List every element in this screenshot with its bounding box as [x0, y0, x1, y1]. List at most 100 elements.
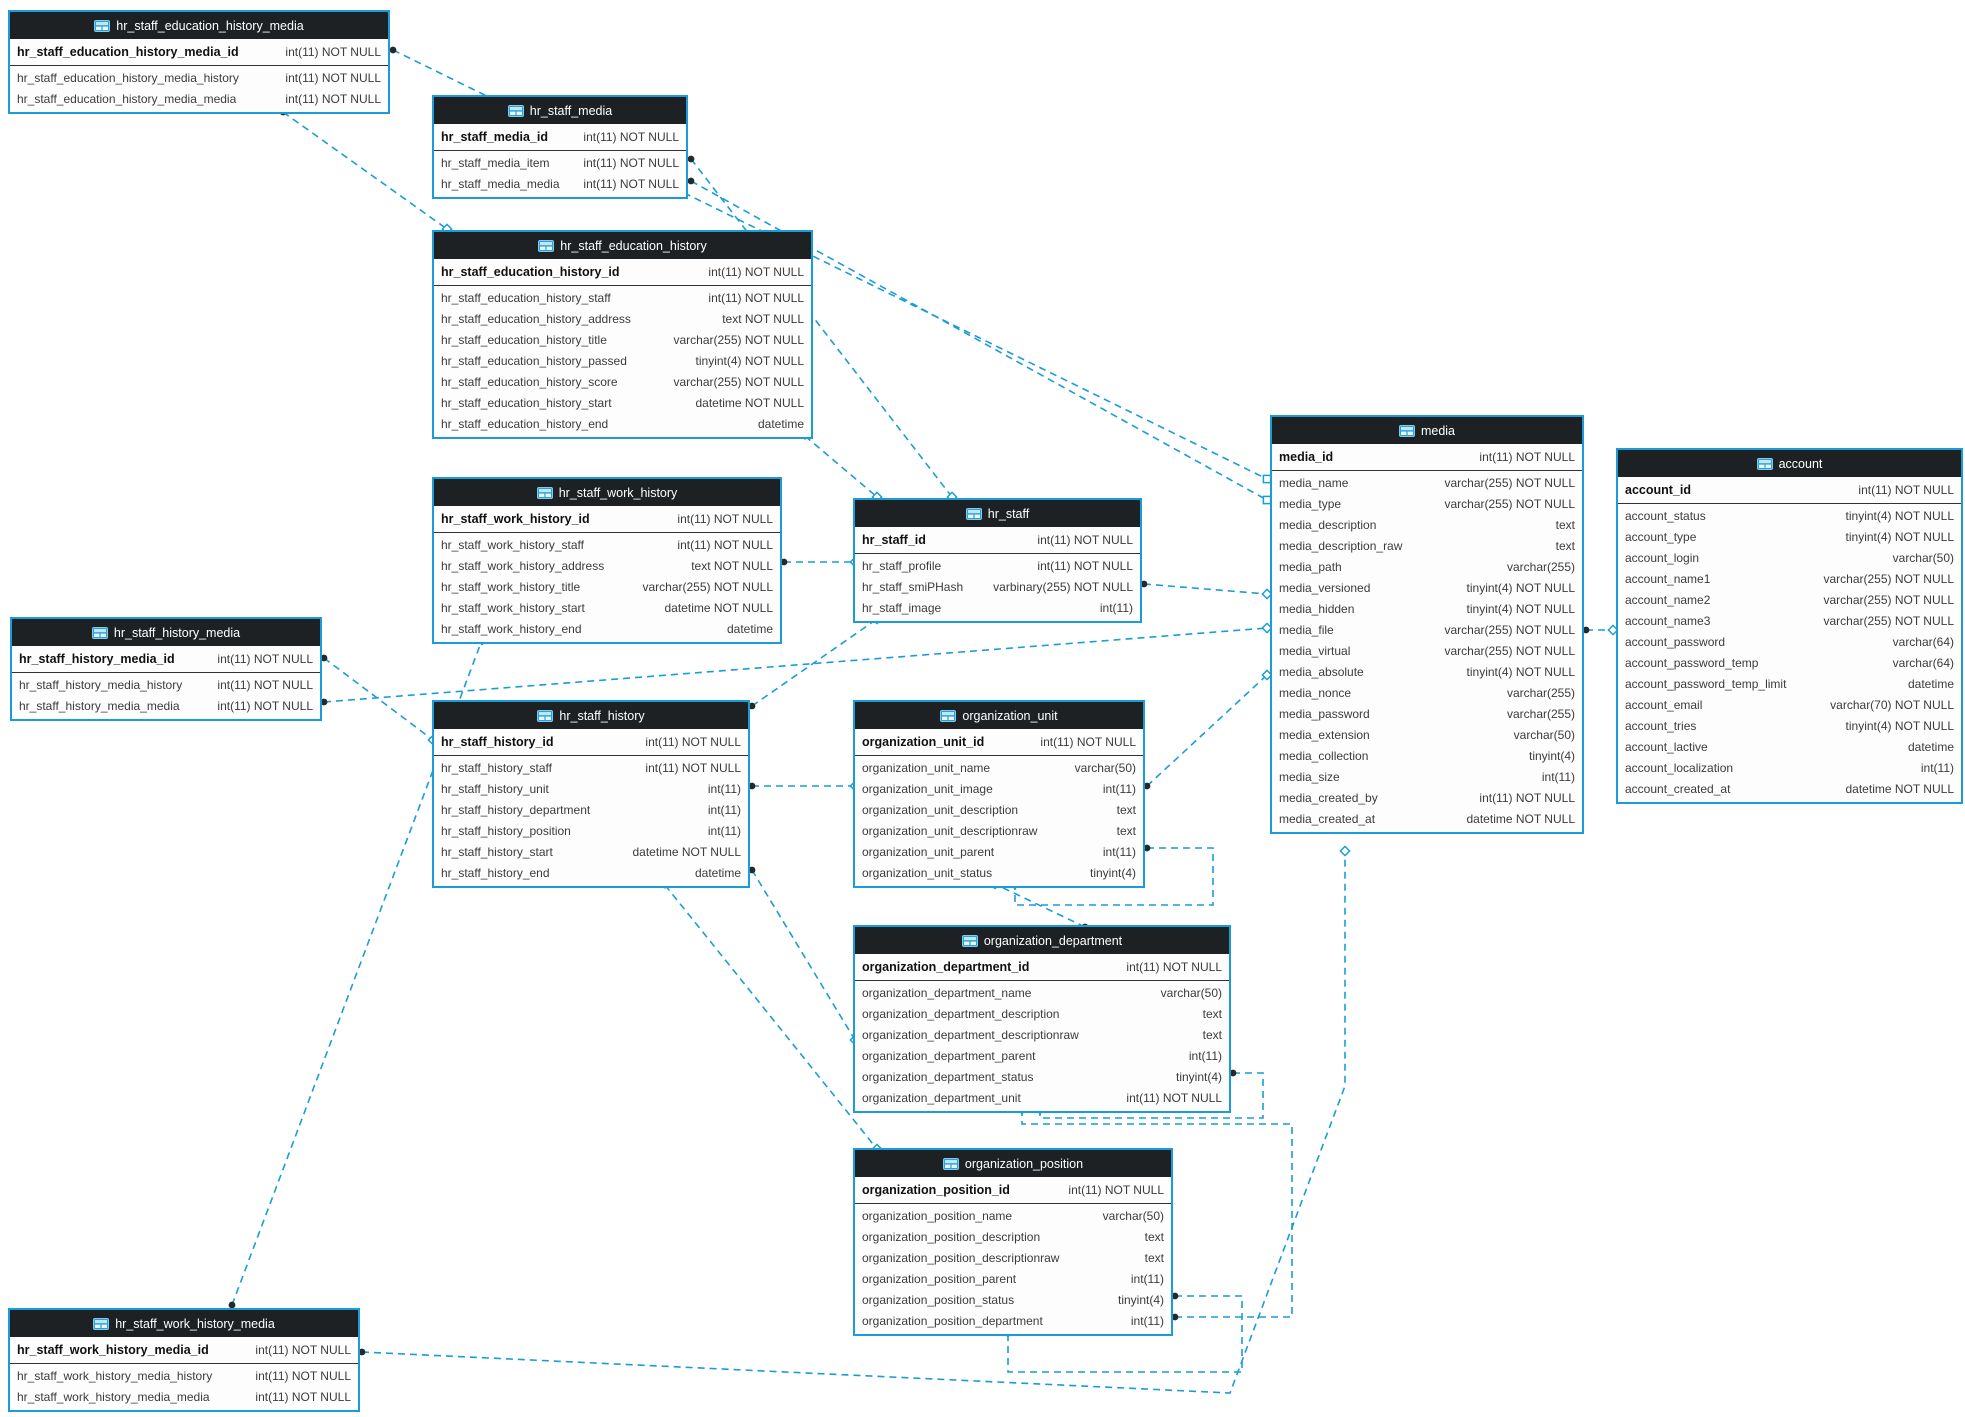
relationship-organization_unit_parent[interactable] — [1014, 847, 1214, 906]
table-header[interactable]: hr_staff_history_media — [12, 619, 320, 646]
table-header[interactable]: hr_staff_work_history — [434, 479, 780, 506]
relationship-organization_unit_image[interactable] — [1146, 674, 1268, 787]
relationship-organization_position_parent[interactable] — [1007, 1295, 1243, 1373]
table-header[interactable]: hr_staff_education_history — [434, 232, 811, 259]
table-header[interactable]: hr_staff_work_history_media — [10, 1310, 358, 1337]
relationship-hr_staff_history_department[interactable] — [751, 869, 856, 1041]
relationship-hr_staff_work_history_media_media[interactable] — [361, 851, 1346, 1394]
relationship-hr_staff_history_staff[interactable] — [751, 618, 878, 707]
table-header[interactable]: organization_department — [855, 927, 1229, 954]
relationship-hr_staff_history_media_history[interactable] — [323, 657, 434, 741]
relationship-hr_staff_history_media_media[interactable] — [323, 627, 1268, 703]
relationship-hr_staff_image[interactable] — [1143, 583, 1268, 595]
relationship-hr_staff_history_position[interactable] — [664, 884, 878, 1150]
table-header[interactable]: account — [1618, 450, 1961, 477]
table-header[interactable]: hr_staff — [855, 500, 1140, 527]
table-header[interactable]: hr_staff_media — [434, 97, 686, 124]
relationship-organization_department_parent[interactable] — [1039, 1072, 1264, 1119]
